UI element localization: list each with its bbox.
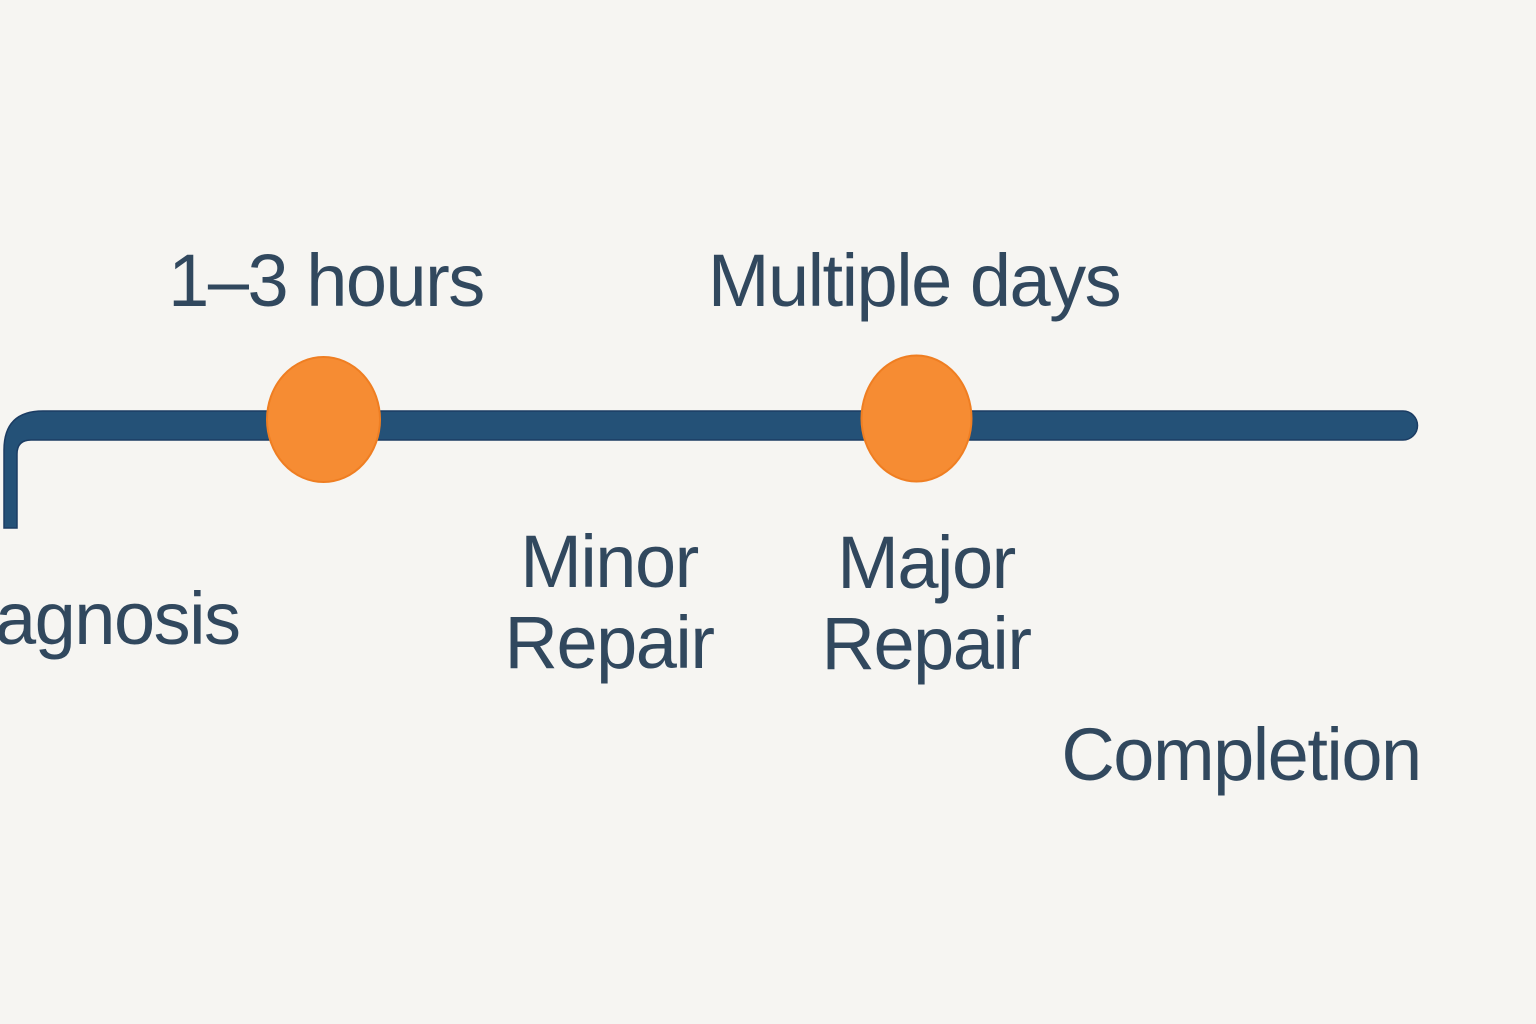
minor-repair-marker-icon <box>266 356 381 483</box>
stage-label-completion: Completion <box>1061 713 1422 796</box>
stage-label-minor-repair: Minor Repair <box>409 521 809 683</box>
stage-label-major-repair: Major Repair <box>726 522 1126 684</box>
duration-label-1-3-hours: 1–3 hours <box>168 239 485 322</box>
stage-label-minor-repair-line1: Minor <box>520 520 699 603</box>
stage-label-major-repair-line1: Major <box>837 521 1016 604</box>
major-repair-marker-icon <box>860 354 973 483</box>
duration-label-multiple-days: Multiple days <box>707 239 1122 322</box>
stage-label-minor-repair-line2: Repair <box>504 601 716 684</box>
timeline-line <box>3 410 1419 529</box>
stage-label-major-repair-line2: Repair <box>821 602 1033 685</box>
stage-label-diagnosis-clipped: agnosis <box>0 577 241 660</box>
